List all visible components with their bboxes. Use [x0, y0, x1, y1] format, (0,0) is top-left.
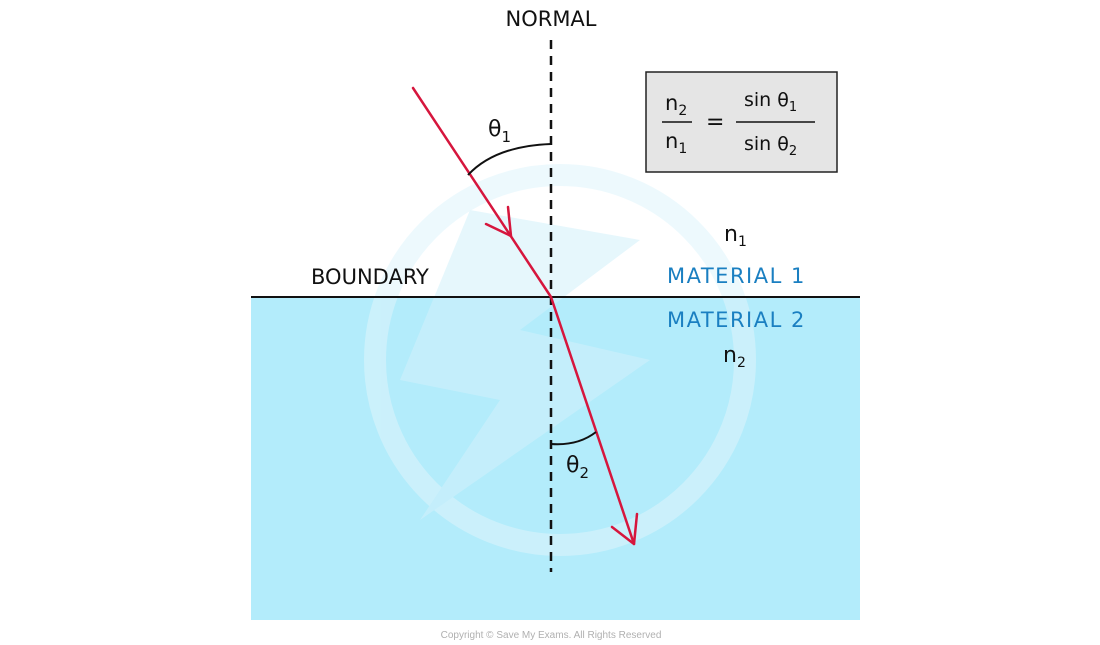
theta-1-arc [467, 143, 552, 176]
formula-rhs-numerator: sin θ1 [744, 89, 797, 115]
incident-ray [411, 86, 553, 299]
watermark-logo [364, 164, 756, 556]
n2-label: n2 [723, 343, 746, 371]
formula-lhs-numerator: n2 [665, 91, 687, 119]
snells-law-formula: n2 n1 = sin θ1 sin θ2 [645, 71, 838, 173]
n1-label: n1 [724, 222, 747, 250]
material-1-label: MATERIAL 1 [667, 264, 806, 288]
boundary-label: BOUNDARY [311, 265, 429, 289]
incident-ray-arrowhead [484, 205, 513, 238]
refracted-ray-arrowhead [610, 512, 639, 546]
copyright-text: Copyright © Save My Exams. All Rights Re… [441, 630, 662, 641]
formula-equals: = [706, 110, 724, 135]
normal-label: NORMAL [505, 7, 596, 31]
formula-lhs-denominator: n1 [665, 129, 687, 157]
theta-2-label: θ2 [566, 453, 589, 482]
material-2-label: MATERIAL 2 [667, 308, 806, 332]
theta-2-arc [550, 431, 597, 446]
formula-rhs-denominator: sin θ2 [744, 133, 797, 159]
refracted-ray [549, 295, 636, 546]
theta-1-label: θ1 [488, 117, 511, 146]
